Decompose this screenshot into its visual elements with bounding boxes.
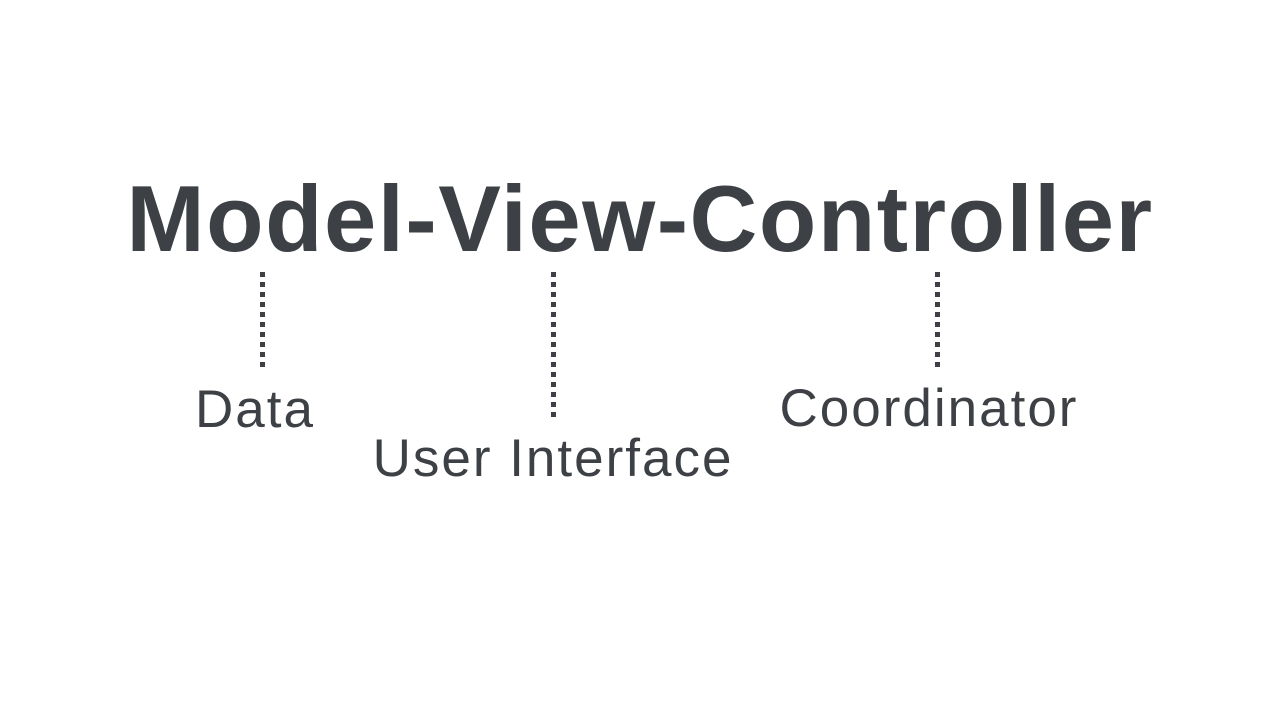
dotted-connector-controller — [935, 272, 940, 370]
annotation-label-controller: Coordinator — [779, 379, 1079, 438]
dotted-connector-view — [551, 272, 556, 417]
diagram-title: Model-View-Controller — [126, 166, 1154, 271]
annotation-label-model: Data — [195, 380, 315, 439]
annotation-label-view: User Interface — [372, 429, 734, 488]
dotted-connector-model — [260, 272, 265, 370]
